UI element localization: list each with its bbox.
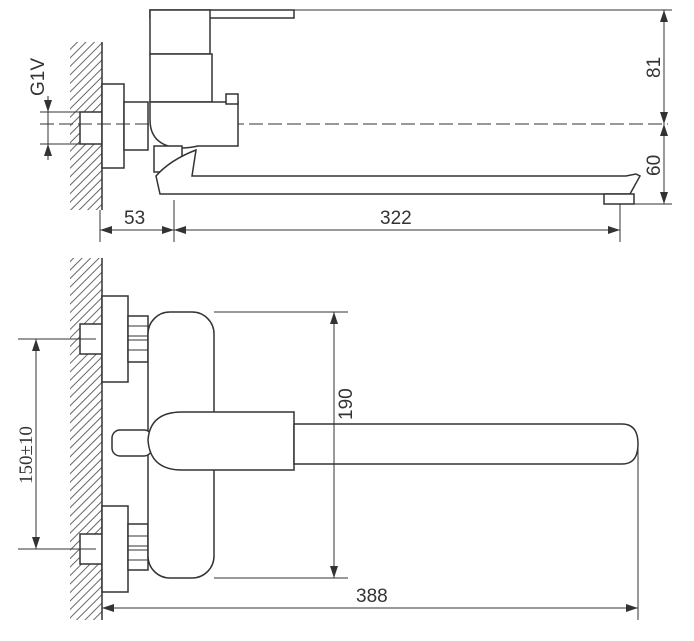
dim-handle-height: 81	[644, 57, 665, 78]
dim-thread: G1V	[28, 58, 49, 96]
front-view: 190 150±10 388	[16, 258, 639, 620]
side-view: 53 322 81 60 G1V	[28, 9, 672, 242]
dim-total-length: 388	[356, 586, 388, 607]
dim-wall-offset: 53	[124, 208, 145, 229]
dim-body-height: 190	[336, 388, 357, 420]
dim-inlet-spacing: 150±10	[16, 426, 37, 484]
dim-spout-length: 322	[380, 208, 412, 229]
dim-spout-drop: 60	[644, 155, 665, 176]
wall-hatch-bottom	[70, 258, 102, 620]
